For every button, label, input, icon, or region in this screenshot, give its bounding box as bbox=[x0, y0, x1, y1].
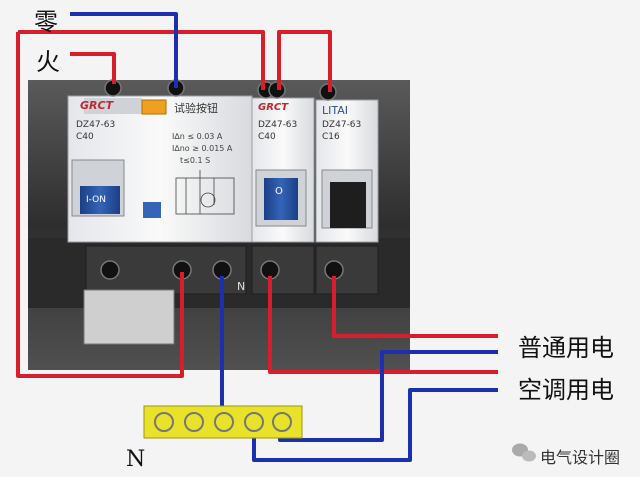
rcd-test-label: 试验按钮 bbox=[174, 102, 218, 115]
neutral-terminal-bar bbox=[143, 405, 303, 439]
circuit-1-label: 普通用电 bbox=[518, 334, 614, 362]
mcb2-model: DZ47-63 bbox=[322, 120, 362, 130]
mcb1-model: DZ47-63 bbox=[258, 120, 298, 130]
mcb1-brand: GRCT bbox=[258, 102, 289, 113]
mcb-breaker-2 bbox=[315, 99, 379, 243]
mcb2-handle bbox=[330, 182, 366, 228]
watermark-text: 电气设计圈 bbox=[540, 448, 621, 467]
live-top-label: 火 bbox=[36, 48, 60, 76]
rcd-handle bbox=[80, 186, 120, 214]
neutral-bottom-label: N bbox=[126, 447, 146, 472]
wechat-icon bbox=[512, 443, 536, 462]
mcb2-brand: LITAI bbox=[322, 104, 349, 117]
mcb-breaker-1 bbox=[251, 97, 315, 243]
rcd-model: DZ47-63 bbox=[76, 120, 116, 130]
rcd-spec-3: t≤0.1 S bbox=[180, 156, 211, 165]
bottom-terminals bbox=[83, 245, 379, 345]
mcb1-handle-label: O bbox=[275, 186, 283, 197]
rcd-handle-label: I-ON bbox=[86, 195, 106, 205]
circuit-2-label: 空调用电 bbox=[518, 376, 614, 404]
mcb1-rating: C40 bbox=[258, 132, 276, 142]
live-wires bbox=[16, 30, 498, 378]
test-button bbox=[141, 99, 167, 115]
neutral-top-label: 零 bbox=[34, 8, 58, 36]
rcd-rating: C40 bbox=[76, 132, 94, 142]
rcd-breaker bbox=[67, 95, 253, 243]
mcb2-rating: C16 bbox=[322, 132, 340, 142]
mcb1-handle bbox=[264, 178, 298, 220]
n-small-label: N bbox=[237, 280, 246, 293]
rcd-spec-1: I∆n ≤ 0.03 A bbox=[172, 132, 223, 141]
rcd-brand: GRCT bbox=[80, 99, 114, 112]
rcd-spec-2: I∆no ≥ 0.015 A bbox=[172, 144, 233, 153]
